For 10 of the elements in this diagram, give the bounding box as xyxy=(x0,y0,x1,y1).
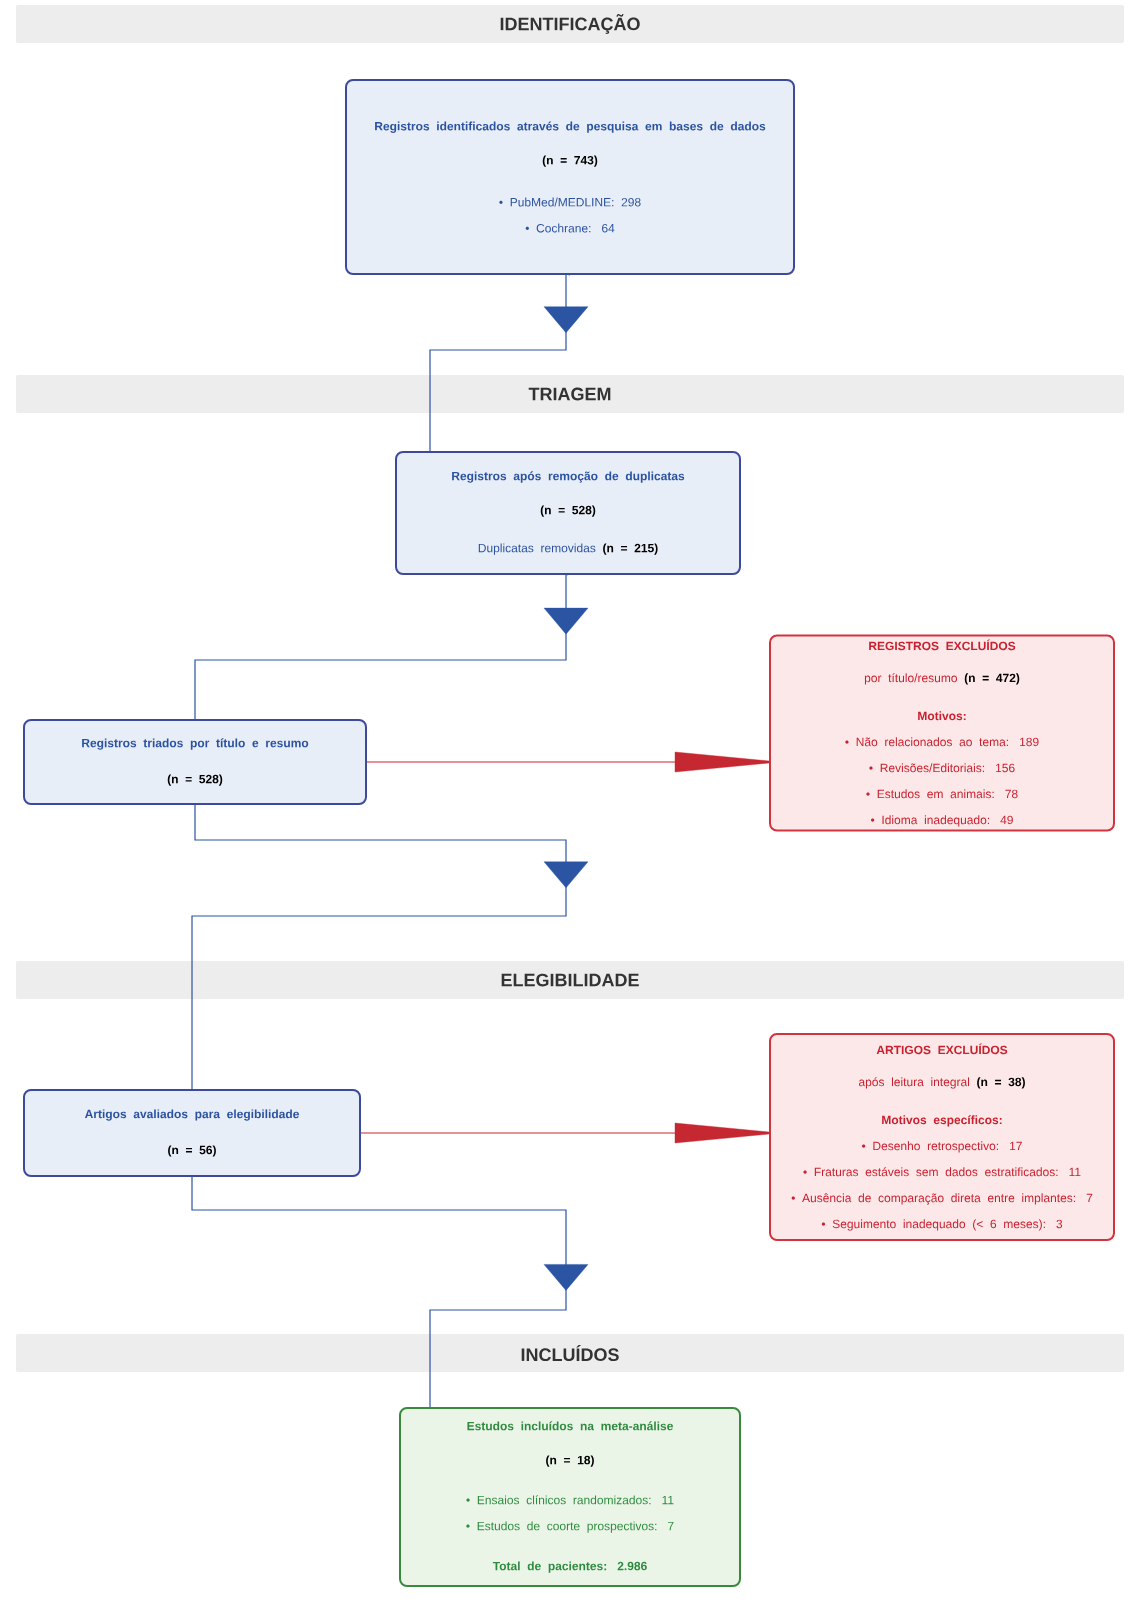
arrow xyxy=(366,751,770,773)
section-band: ELEGIBILIDADE xyxy=(16,961,1124,999)
section-band: TRIAGEM xyxy=(16,375,1124,413)
arrow xyxy=(429,273,589,452)
section-band: IDENTIFICAÇÃO xyxy=(16,5,1124,43)
arrow xyxy=(191,1176,589,1408)
arrow xyxy=(360,1122,770,1144)
arrow xyxy=(194,573,589,720)
arrow xyxy=(191,804,589,1090)
section-band: INCLUÍDOS xyxy=(16,1334,1124,1372)
